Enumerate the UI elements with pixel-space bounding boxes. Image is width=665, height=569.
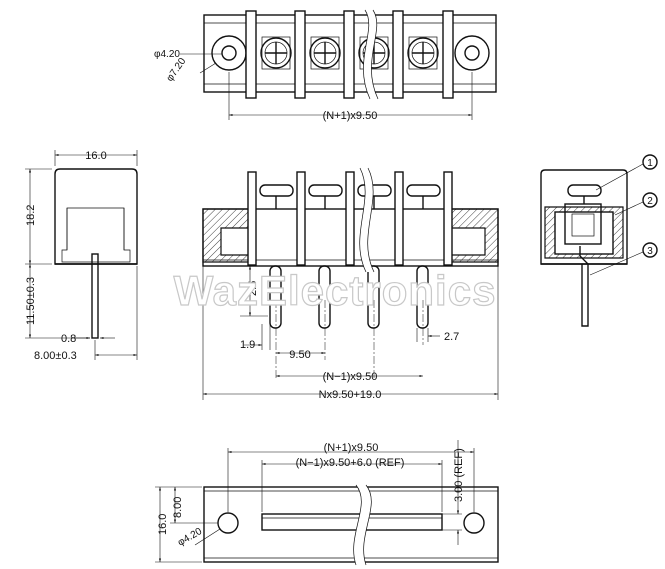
callout-3: 3 bbox=[647, 246, 653, 257]
front-span-inner-label: (N−1)x9.50 bbox=[323, 371, 378, 383]
bottom-hole-dia-label: φ4.20 bbox=[176, 526, 204, 549]
bottom-ref-height-label: 3.00 (REF) bbox=[453, 448, 465, 502]
bottom-pitch-total-label: (N+1)x9.50 bbox=[324, 442, 379, 454]
side-base-width-label: 8.00±0.3 bbox=[34, 350, 77, 362]
bottom-half-height-label: 8.00 bbox=[172, 497, 184, 518]
top-view: (N+1)x9.50 φ4.20 φ7.20 bbox=[154, 9, 497, 122]
top-pitch-total-label: (N+1)x9.50 bbox=[323, 110, 378, 122]
side-view: 16.0 18.2 11.50±0.3 0.8 8.00±0.3 bbox=[25, 150, 138, 362]
bottom-ref-span-label: (N−1)x9.50+6.0 (REF) bbox=[296, 457, 405, 469]
section-view: 1 2 3 bbox=[540, 154, 658, 327]
side-pin-length-label: 11.50±0.3 bbox=[25, 277, 37, 325]
barriers-front bbox=[247, 171, 453, 266]
pins-front bbox=[269, 265, 429, 329]
side-height-label: 18.2 bbox=[25, 205, 37, 226]
front-pin-dia-label: 1.9 bbox=[240, 339, 255, 351]
watermark: WazElectronics bbox=[174, 267, 497, 314]
front-span-total-label: Nx9.50+19.0 bbox=[319, 389, 382, 401]
screws-top bbox=[260, 36, 439, 70]
mounting-hole-right bbox=[454, 35, 490, 71]
top-hole-dia-label: φ4.20 bbox=[154, 49, 180, 60]
front-view: 2.5 1.9 2.7 9.50 (N−1)x9.50 Nx9.50+19.0 bbox=[202, 167, 499, 401]
bottom-view: (N+1)x9.50 (N−1)x9.50+6.0 (REF) 3.00 (RE… bbox=[155, 440, 499, 566]
front-pin-width-label: 2.7 bbox=[444, 331, 459, 343]
barriers-top bbox=[245, 10, 454, 99]
bottom-height-label: 16.0 bbox=[157, 514, 169, 535]
front-pin-offset-label: 2.5 bbox=[247, 281, 259, 296]
callout-1: 1 bbox=[647, 158, 653, 169]
side-pin-thickness-label: 0.8 bbox=[61, 333, 76, 345]
front-pitch-label: 9.50 bbox=[289, 349, 310, 361]
side-width-label: 16.0 bbox=[85, 150, 106, 162]
mounting-hole-left bbox=[211, 35, 247, 71]
callout-2: 2 bbox=[647, 196, 653, 207]
screw-heads-front bbox=[259, 184, 441, 209]
